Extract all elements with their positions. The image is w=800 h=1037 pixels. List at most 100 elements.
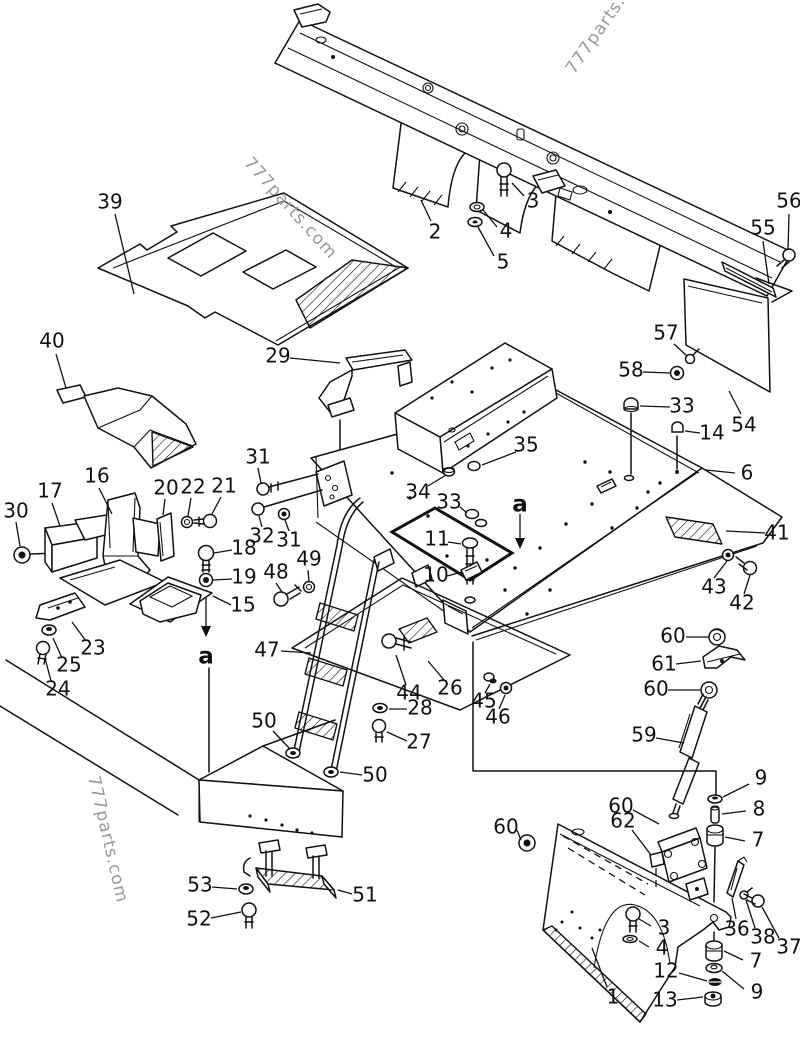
part-label-43: 43	[701, 575, 726, 599]
part-39-floor-mat	[97, 192, 409, 346]
part-label-29: 29	[265, 344, 290, 368]
part-label-38: 38	[750, 925, 775, 949]
part-label-54: 54	[731, 413, 756, 437]
part-label-47: 47	[254, 638, 279, 662]
part-31-32-bolts	[251, 460, 353, 521]
view-arrow-a-deck	[515, 514, 525, 549]
part-41-fender-pad	[471, 467, 783, 641]
part-label-4: 4	[656, 936, 669, 960]
part-label-42: 42	[729, 591, 754, 615]
part-label-49: 49	[296, 547, 321, 571]
part-label-10: 10	[423, 563, 448, 587]
leader-lines	[15, 182, 790, 1001]
part-label-44: 44	[396, 681, 421, 705]
part-7-8-9-12-13-stack	[704, 794, 724, 1007]
part-label-16: 16	[84, 464, 109, 488]
part-51-step	[238, 839, 337, 929]
part-label-48: 48	[263, 560, 288, 584]
part-label-39: 39	[97, 190, 122, 214]
part-33-34-35-plugs	[442, 397, 684, 528]
part-label-12: 12	[653, 959, 678, 983]
part-label-8: 8	[753, 797, 766, 821]
part-label-15: 15	[230, 593, 255, 617]
part-label-25: 25	[56, 653, 81, 677]
alignment-lines	[208, 641, 717, 796]
part-1-fender-support	[518, 823, 765, 1023]
part-label-13: 13	[652, 988, 677, 1012]
part-label-33: 33	[436, 490, 461, 514]
part-label-53: 53	[187, 873, 212, 897]
part-54-mud-flap	[669, 248, 796, 393]
part-label-40: 40	[39, 329, 64, 353]
part-2-rear-frame	[274, 3, 793, 297]
part-label-2: 2	[429, 220, 442, 244]
part-label-3: 3	[658, 916, 671, 940]
view-arrow-a-left	[201, 598, 211, 637]
part-26-lower-panel	[273, 577, 571, 743]
part-label-21: 21	[211, 474, 236, 498]
part-label-7: 7	[750, 949, 763, 973]
part-label-36: 36	[724, 917, 749, 941]
part-label-55: 55	[750, 216, 775, 240]
part-label-3: 3	[527, 189, 540, 213]
part-label-24: 24	[45, 677, 70, 701]
part-label-50: 50	[251, 709, 276, 733]
part-label-4: 4	[500, 219, 513, 243]
part-label-7: 7	[752, 828, 765, 852]
part-label-34: 34	[405, 480, 430, 504]
part-59-60-61-shock	[668, 628, 746, 820]
part-label-60: 60	[660, 624, 685, 648]
part-label-11: 11	[424, 527, 449, 551]
part-label-9: 9	[751, 980, 764, 1004]
part-label-32: 32	[249, 524, 274, 548]
part-label-22: 22	[180, 475, 205, 499]
part-label-30: 30	[3, 499, 28, 523]
part-label-58: 58	[618, 358, 643, 382]
part-label-9: 9	[755, 766, 768, 790]
part-label-18: 18	[231, 536, 256, 560]
part-label-61: 61	[651, 652, 676, 676]
part-label-41: 41	[764, 521, 789, 545]
console-box	[394, 342, 558, 474]
part-label-45: 45	[471, 689, 496, 713]
part-label-57: 57	[653, 321, 678, 345]
part-label-60: 60	[608, 794, 633, 818]
part-10-11-bolt-clamp	[460, 537, 483, 604]
part-label-52: 52	[186, 907, 211, 931]
part-label-23: 23	[80, 636, 105, 660]
part-label-20: 20	[153, 476, 178, 500]
part-label-60: 60	[643, 677, 668, 701]
part-29-bracket	[318, 349, 413, 484]
part-label-6: 6	[741, 461, 754, 485]
part-label-60: 60	[493, 815, 518, 839]
part-label-33: 33	[669, 394, 694, 418]
part-label-5: 5	[497, 250, 510, 274]
part-label-17: 17	[37, 479, 62, 503]
part-label-28: 28	[407, 696, 432, 720]
part-16-17-support-cluster	[13, 492, 218, 665]
part-label-62: 62	[610, 809, 635, 833]
part-47-ladder	[285, 497, 380, 778]
part-label-31: 31	[245, 445, 270, 469]
part-label-27: 27	[406, 730, 431, 754]
part-label-37: 37	[776, 935, 800, 959]
part-label-1: 1	[607, 985, 620, 1009]
view-marker-a: a	[198, 644, 214, 670]
part-40-bracket	[56, 384, 197, 469]
view-marker-a: a	[512, 492, 528, 518]
front-frame	[0, 659, 344, 838]
deck-holes	[390, 460, 662, 616]
part-label-59: 59	[631, 723, 656, 747]
part-label-51: 51	[352, 883, 377, 907]
part-3-4-5-fasteners-top	[467, 162, 512, 228]
part-label-19: 19	[231, 565, 256, 589]
part-label-50: 50	[362, 763, 387, 787]
part-label-46: 46	[485, 705, 510, 729]
part-label-56: 56	[776, 189, 800, 213]
part-label-26: 26	[437, 676, 462, 700]
part-label-14: 14	[699, 421, 724, 445]
part-label-35: 35	[513, 433, 538, 457]
